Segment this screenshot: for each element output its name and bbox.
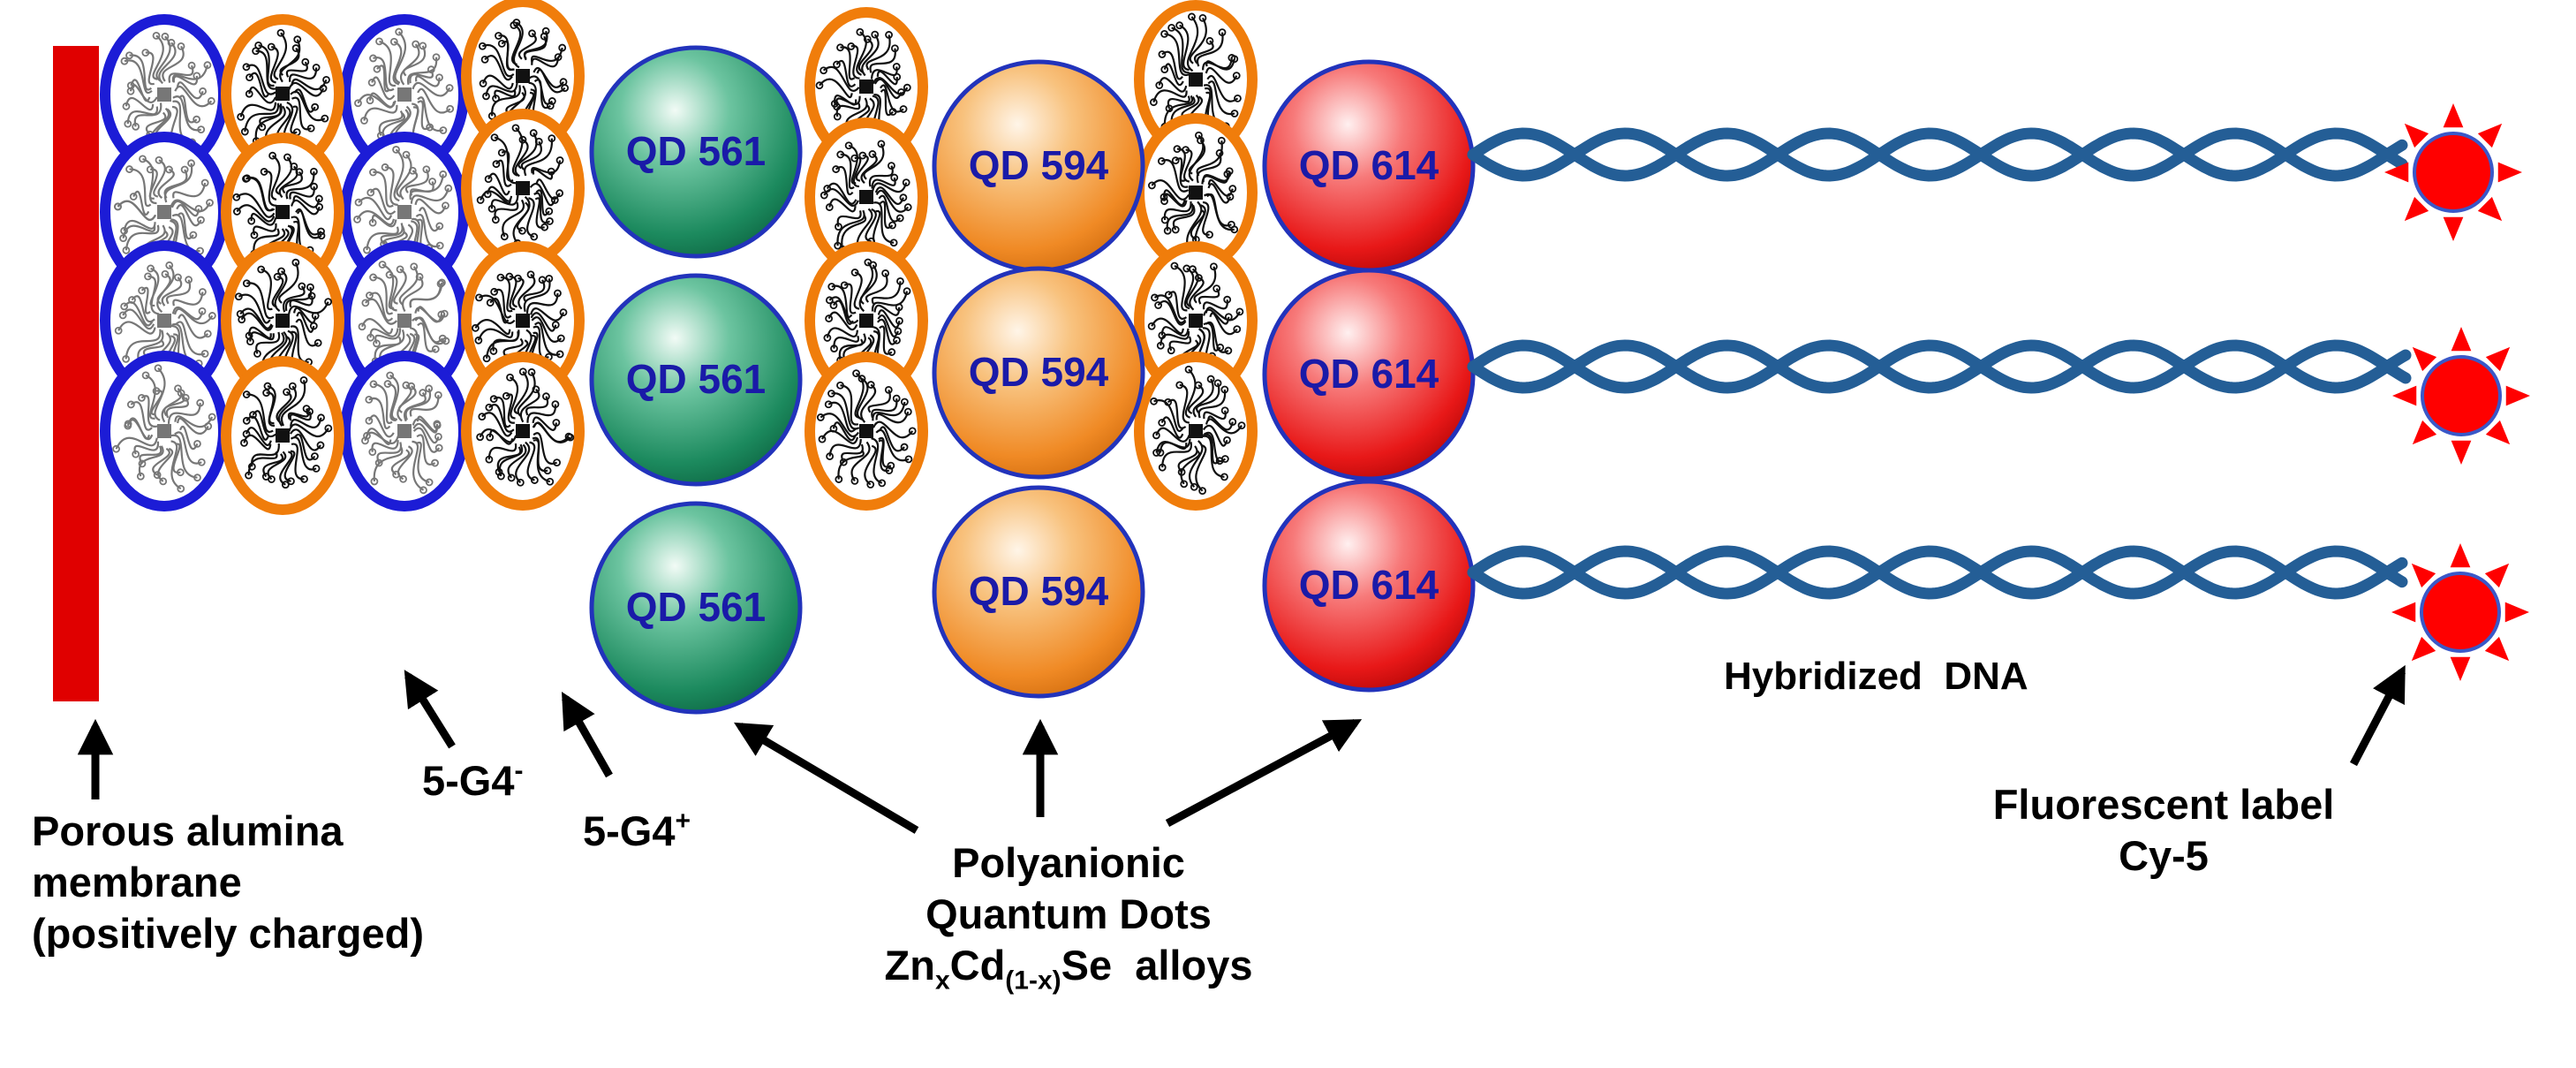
qd614-label: QD 614 [1299,351,1439,397]
membrane-label: Porous alumina membrane (positively char… [32,806,424,959]
g4-pos-arrow [561,691,613,778]
g4-negative-label: 5-G4- [422,755,524,807]
qd594-sphere [932,266,1145,480]
dendrimer-layers [100,0,1258,515]
qd-se-alloys: Se alloys [1061,942,1253,988]
dendrimer-g4-positive [221,356,344,515]
dendrimer-g4-positive [805,352,928,511]
g4-pos-base: 5-G4 [583,807,676,854]
dendrimer-g4-positive [805,117,928,276]
fluor-label-line2: Cy-5 [2119,832,2209,879]
dendrimer-g4-positive [461,241,585,400]
qd-x-sub: x [934,966,950,996]
dna-strand [1467,127,2408,182]
qd614-arrow [1165,719,1363,827]
qd561-sphere [589,501,803,715]
qd614-sphere [1262,479,1476,693]
membrane-label-line1: Porous alumina [32,807,344,854]
qd594-label: QD 594 [969,568,1109,614]
membrane-label-line3: (positively charged) [32,910,424,957]
quantum-dot-layers [589,45,1476,715]
dna-strand [1467,545,2408,600]
qd594-label: QD 594 [969,349,1109,395]
qd-1-x-sub: (1-x) [1005,966,1061,996]
quantum-dots-label: Polyanionic Quantum Dots ZnxCd(1-x)Se al… [883,837,1254,994]
qd614-label: QD 614 [1299,562,1439,608]
qd561-sphere [589,45,803,259]
qd-label-line1: Polyanionic [952,839,1185,886]
dendrimer-g4-positive [1134,352,1258,511]
dendrimer-g4-positive [461,109,585,268]
qd-label-line3: ZnxCd(1-x)Se alloys [883,940,1254,994]
fluorescent-label-caption: Fluorescent label Cy-5 [1969,779,2358,882]
fluor-label-line1: Fluorescent label [1992,781,2335,828]
g4-neg-base: 5-G4 [422,757,515,804]
dendrimer-g4-positive [221,14,344,173]
qd594-label: QD 594 [969,142,1109,188]
qd614-label: QD 614 [1299,142,1439,188]
fluor-arrow [2350,664,2406,767]
qd-labels: QD 561 QD 561 QD 561 QD 594 QD 594 QD 59… [626,128,1439,630]
qd614-sphere [1262,268,1476,481]
qd-cd: Cd [949,942,1006,988]
qd561-label: QD 561 [626,128,767,174]
g4-neg-arrow [404,670,456,749]
g4-neg-sup: - [514,756,524,785]
dendrimer-g4-negative [340,351,469,511]
cy5-label-icon [2384,103,2522,241]
hybridized-dna-label: Hybridized DNA [1724,655,2028,698]
dna-strand [1467,339,2412,394]
qd-label-line2: Quantum Dots [925,890,1212,937]
qd561-arrow [734,722,919,834]
qd561-label: QD 561 [626,584,767,630]
cy5-label-icon [2392,327,2530,465]
dendrimer-g4-positive [461,352,585,511]
hybridized-dna-strands [1467,127,2412,600]
dendrimer-g4-negative [340,240,469,401]
g4-positive-label: 5-G4+ [583,806,691,857]
qd561-sphere [589,273,803,487]
cy5-fluorescent-labels [2384,103,2530,681]
g4-pos-sup: + [675,807,691,836]
porous-alumina-membrane [53,46,99,701]
dendrimer-g4-negative [100,351,229,511]
qd594-sphere [932,485,1145,699]
qd561-label: QD 561 [626,356,767,402]
membrane-label-line2: membrane [32,859,242,905]
cy5-label-icon [2391,543,2529,681]
qd-zn: Zn [884,942,935,988]
annotation-arrows [77,664,2406,834]
